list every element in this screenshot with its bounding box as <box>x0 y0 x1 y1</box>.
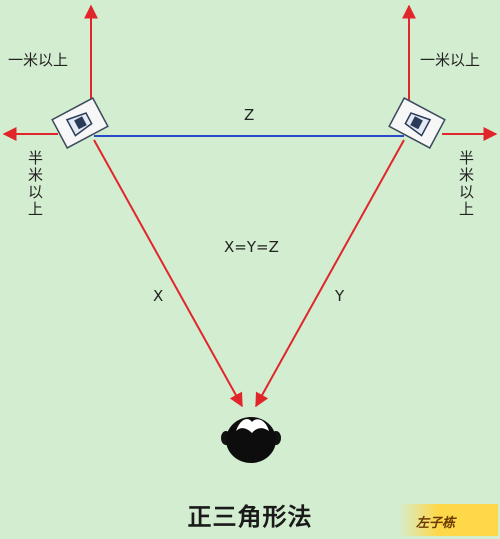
x-label: X <box>153 287 164 305</box>
diagram-title: 正三角形法 <box>187 503 313 531</box>
top-left-label: 一米以上 <box>8 51 69 69</box>
equation-label: X=Y=Z <box>224 238 279 256</box>
watermark-text: 左子栋 <box>416 516 456 531</box>
z-label: Z <box>244 106 255 124</box>
speaker-left-icon <box>51 97 109 149</box>
y-label: Y <box>335 287 345 305</box>
speaker-right-icon <box>388 97 446 149</box>
side-left-label: 半米以上 <box>26 150 44 218</box>
listener-head-icon <box>221 417 281 463</box>
watermark-badge: 左子栋 <box>398 504 498 536</box>
side-right-label: 半米以上 <box>457 150 475 218</box>
x-line <box>93 139 243 408</box>
y-line <box>255 139 405 408</box>
top-right-label: 一米以上 <box>420 51 481 69</box>
